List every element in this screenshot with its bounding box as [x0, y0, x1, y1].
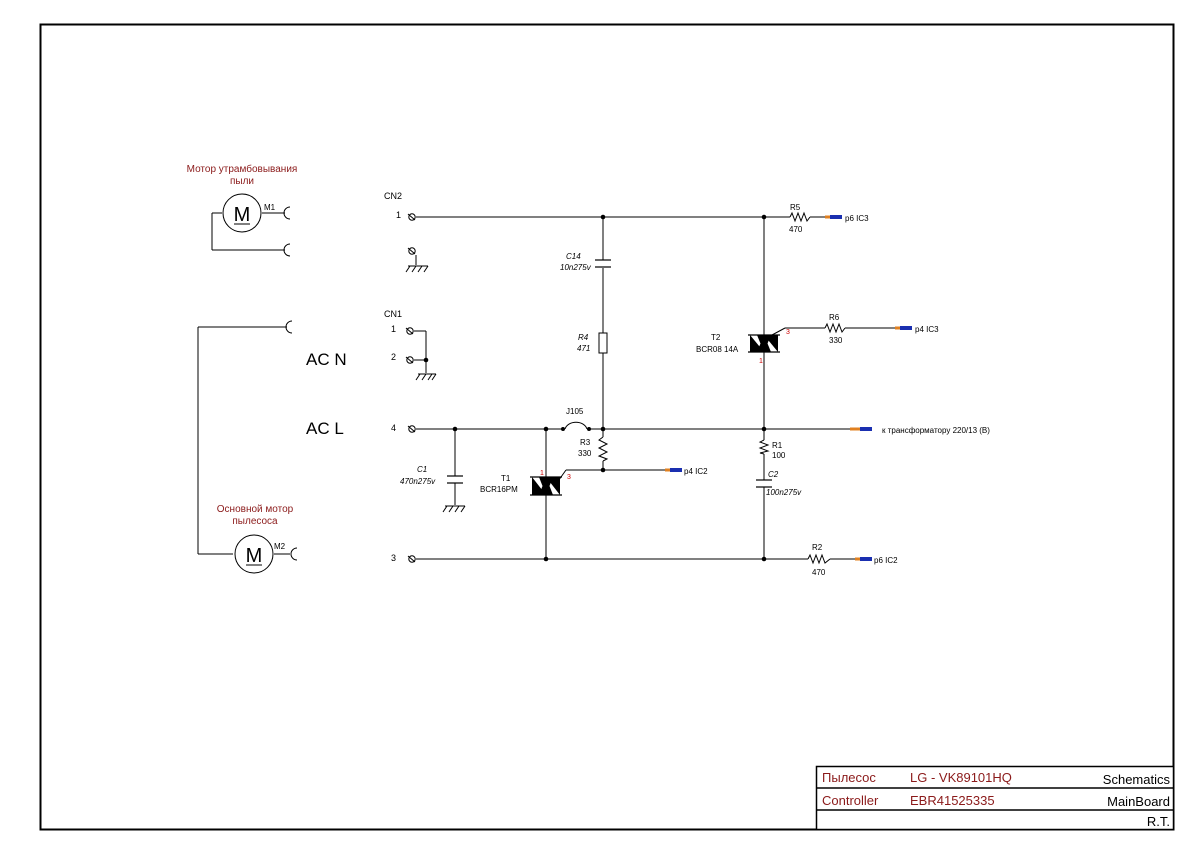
ground-symbol-cn2 [405, 265, 429, 273]
t1-ref: T1 [501, 474, 511, 483]
title-section-label: Controller [822, 793, 879, 808]
r1-ref: R1 [772, 441, 783, 450]
signal-p6-ic3: p6 IC3 [845, 214, 869, 223]
net-label-ac-n: AC N [306, 350, 347, 369]
t1-pin-gate: 3 [567, 474, 571, 481]
r2-ref: R2 [812, 543, 823, 552]
c1-ref: C1 [417, 465, 427, 474]
cn1-pin3: 3 [391, 553, 396, 563]
jumper-j105 [561, 421, 591, 431]
cn1-pin4: 4 [391, 423, 396, 433]
cn2-label: CN2 [384, 191, 402, 201]
signal-p4-ic3: p4 IC3 [915, 325, 939, 334]
c14-value: 10n275v [560, 263, 592, 272]
motor-m1-caption-line2: пыли [230, 176, 254, 187]
resistor-r2 [807, 553, 831, 565]
c14-ref: C14 [566, 252, 581, 261]
c2-ref: C2 [768, 470, 779, 479]
cn1-label: CN1 [384, 309, 402, 319]
signal-tabs [665, 215, 912, 561]
title-author: R.T. [1147, 814, 1170, 829]
ground-symbol-cn1 [415, 373, 437, 381]
r3-ref: R3 [580, 438, 591, 447]
c1-value: 470n275v [400, 477, 436, 486]
motor-m1: M M1 [222, 193, 291, 257]
resistor-r6 [824, 322, 846, 334]
t1-value: BCR16PM [480, 485, 518, 494]
r1-value: 100 [772, 451, 786, 460]
motor-m1-ref: M1 [264, 203, 276, 212]
cn1-pin2: 2 [391, 352, 396, 362]
motor-m2: M M2 [234, 320, 298, 574]
capacitor-c14 [595, 259, 611, 268]
t2-value: BCR08 14A [696, 345, 739, 354]
motor-m2-caption-line2: пылесоса [232, 516, 278, 527]
cn1-pin1: 1 [391, 324, 396, 334]
r4-ref: R4 [578, 333, 589, 342]
junction-dots [423, 214, 767, 562]
t2-pin-gate: 3 [786, 329, 790, 336]
r5-ref: R5 [790, 203, 801, 212]
r6-ref: R6 [829, 313, 840, 322]
r5-value: 470 [789, 225, 803, 234]
resistor-r1 [758, 439, 770, 455]
signal-p6-ic2: p6 IC2 [874, 556, 898, 565]
title-product-label: Пылесос [822, 770, 876, 785]
t2-pin-mt: 1 [759, 358, 763, 365]
r2-value: 470 [812, 568, 826, 577]
title-section-value: EBR41525335 [910, 793, 995, 808]
net-label-ac-l: AC L [306, 419, 344, 438]
r3-value: 330 [578, 449, 592, 458]
title-doc-type: Schematics [1103, 772, 1171, 787]
j105-ref: J105 [566, 407, 584, 416]
r6-value: 330 [829, 336, 843, 345]
ground-symbol-c1 [442, 505, 466, 513]
r4-value: 471 [577, 344, 590, 353]
title-block [815, 765, 1175, 831]
capacitor-c2 [756, 479, 772, 488]
title-board: MainBoard [1107, 794, 1170, 809]
resistor-r3 [597, 436, 609, 462]
sheet-frame [39, 23, 1175, 831]
signal-transformer: к трансформатору 220/13 (В) [882, 426, 990, 435]
motor-m2-caption-line1: Основной мотор [217, 504, 294, 515]
motor-m1-glyph: M [234, 204, 251, 226]
triac-t1 [530, 476, 562, 496]
motor-m2-ref: M2 [274, 542, 286, 551]
wires [197, 212, 895, 560]
cn2-pin1: 1 [396, 210, 401, 220]
c2-value: 100n275v [766, 488, 802, 497]
title-product-value: LG - VK89101HQ [910, 770, 1012, 785]
triac-t2 [748, 334, 780, 353]
t2-ref: T2 [711, 333, 721, 342]
resistor-r5 [789, 211, 811, 223]
capacitor-c1 [447, 475, 463, 484]
motor-m1-caption-line1: Мотор утрамбовывания [187, 163, 298, 175]
motor-m2-glyph: M [246, 545, 263, 567]
resistor-r4 [598, 332, 608, 354]
t1-pin-mt: 1 [540, 470, 544, 477]
signal-p4-ic2: p4 IC2 [684, 467, 708, 476]
